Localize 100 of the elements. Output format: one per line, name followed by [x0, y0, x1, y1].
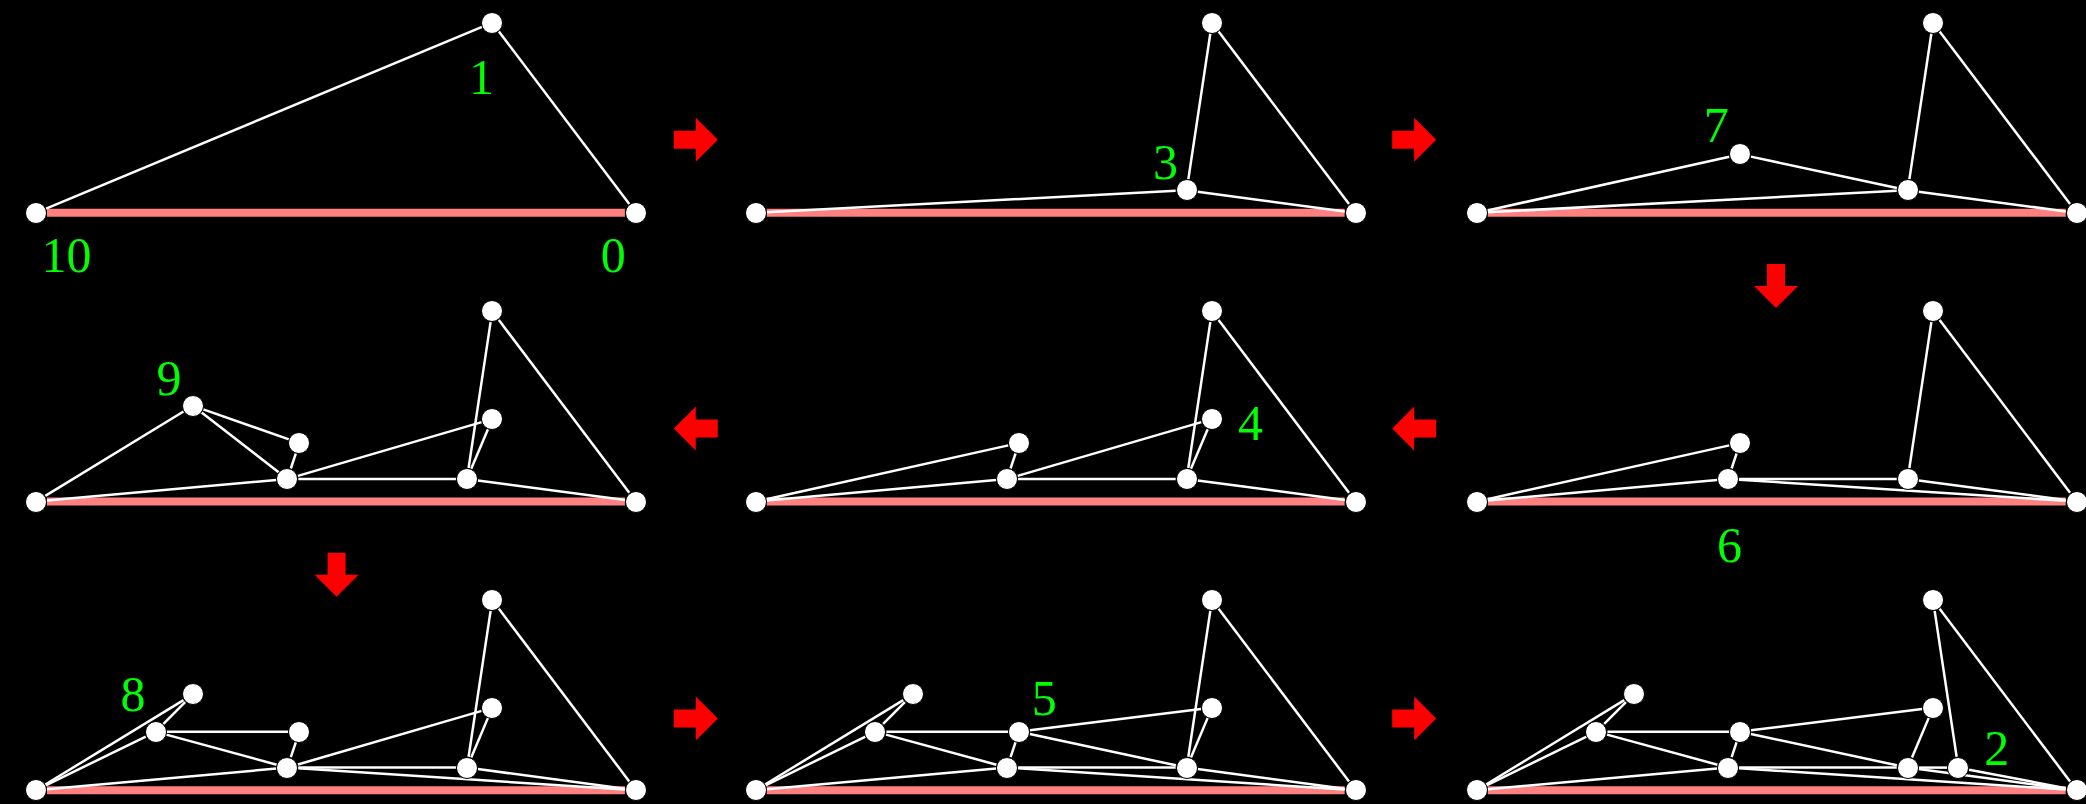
vertex-dot [481, 408, 504, 431]
edge-line [470, 717, 490, 758]
edge-line [1217, 608, 1350, 783]
vertex-dot [1008, 720, 1031, 743]
edge-line [298, 766, 456, 769]
edge-line [202, 408, 290, 441]
edge-line [1487, 478, 1718, 502]
vertex-dot [1729, 720, 1752, 743]
edge-line [162, 701, 186, 725]
edge-line [1029, 732, 1177, 767]
vertex-number: 5 [1031, 673, 1057, 724]
vertex-dot [1896, 179, 1919, 202]
edge-line [1606, 733, 1718, 766]
vertex-dot [1947, 756, 1970, 779]
edge-line [1187, 610, 1212, 757]
vertex-dot [1585, 720, 1608, 743]
vertex-dot [1922, 300, 1944, 323]
vertex-dot [1008, 432, 1031, 454]
vertex-dot [1200, 696, 1223, 719]
edge-line [1938, 608, 2072, 783]
base-edge [766, 497, 1345, 506]
vertex-number: 3 [1152, 137, 1178, 188]
edge-line [1189, 428, 1209, 470]
vertex-dot [1465, 779, 1488, 802]
vertex-dot [1717, 756, 1740, 779]
base-edge [1487, 208, 2066, 217]
vertex-dot [1465, 490, 1488, 513]
vertex-dot [455, 756, 478, 779]
vertex-dot [481, 11, 504, 34]
vertex-dot [1175, 179, 1198, 202]
vertex-dot [1200, 11, 1223, 34]
edge-line [1908, 322, 1933, 469]
edge-line [1750, 707, 1923, 732]
vertex-dot [1200, 408, 1223, 431]
base-edge [766, 786, 1345, 795]
vertex-dot [1465, 201, 1488, 224]
edge-line [1018, 766, 1176, 769]
base-edge [766, 208, 1345, 217]
edge-line [1739, 767, 2066, 791]
vertex-dot [481, 696, 504, 719]
vertex-dot [1344, 201, 1367, 224]
vertex-number: 4 [1238, 398, 1264, 449]
edge-line [298, 767, 625, 791]
vertex-dot [624, 490, 647, 513]
vertex-dot [1344, 779, 1367, 802]
vertex-dot [996, 467, 1019, 490]
vertex-dot [1622, 683, 1645, 706]
vertex-dot [624, 779, 647, 802]
edge-line [764, 699, 904, 786]
edge-line [1018, 767, 1345, 791]
vertex-dot [1200, 589, 1223, 611]
edge-line [1197, 479, 1345, 502]
vertex-dot [2065, 779, 2086, 802]
edge-line [45, 735, 147, 787]
edge-line [764, 735, 867, 787]
vertex-dot [1344, 490, 1367, 513]
edge-line [1029, 707, 1202, 732]
vertex-dot [288, 432, 311, 454]
vertex-number: 7 [1703, 100, 1729, 151]
edge-line [289, 741, 298, 758]
vertex-dot [744, 201, 767, 224]
edge-line [1968, 768, 2067, 790]
edge-line [886, 730, 1009, 733]
edge-line [1486, 735, 1588, 787]
edge-line [1009, 453, 1017, 469]
edge-line [46, 478, 277, 502]
edge-line [297, 709, 482, 766]
edge-line [1750, 155, 1898, 190]
vertex-dot [624, 201, 647, 224]
edge-line [477, 479, 626, 502]
vertex-dot [864, 720, 887, 743]
edge-line [1197, 767, 1345, 790]
vertex-dot [2065, 490, 2086, 513]
edge-line [1217, 30, 1350, 205]
vertex-dot [1922, 589, 1944, 611]
edge-line [477, 767, 626, 790]
vertex-number: 0 [600, 230, 626, 281]
edge-line [1730, 453, 1738, 469]
vertex-dot [481, 589, 504, 611]
vertex-dot [455, 467, 478, 490]
edge-line [1938, 319, 2072, 494]
edge-line [1918, 766, 1948, 769]
vertex-dot [1200, 300, 1223, 323]
vertex-number: 10 [41, 230, 92, 281]
vertex-number: 1 [469, 52, 495, 103]
vertex-dot [1175, 756, 1198, 779]
vertex-number: 2 [1984, 722, 2010, 773]
edge-line [1197, 190, 1345, 213]
vertex-dot [1896, 756, 1919, 779]
edge-line [882, 701, 906, 725]
vertex-dot [24, 490, 47, 513]
edge-line [497, 319, 631, 494]
edge-line [467, 322, 492, 469]
vertex-dot [24, 779, 47, 802]
vertex-dot [996, 756, 1019, 779]
vertex-dot [1729, 432, 1752, 454]
edge-line [1487, 189, 1897, 214]
edge-line [44, 410, 185, 497]
vertex-dot [144, 720, 167, 743]
edge-line [1918, 479, 2066, 502]
